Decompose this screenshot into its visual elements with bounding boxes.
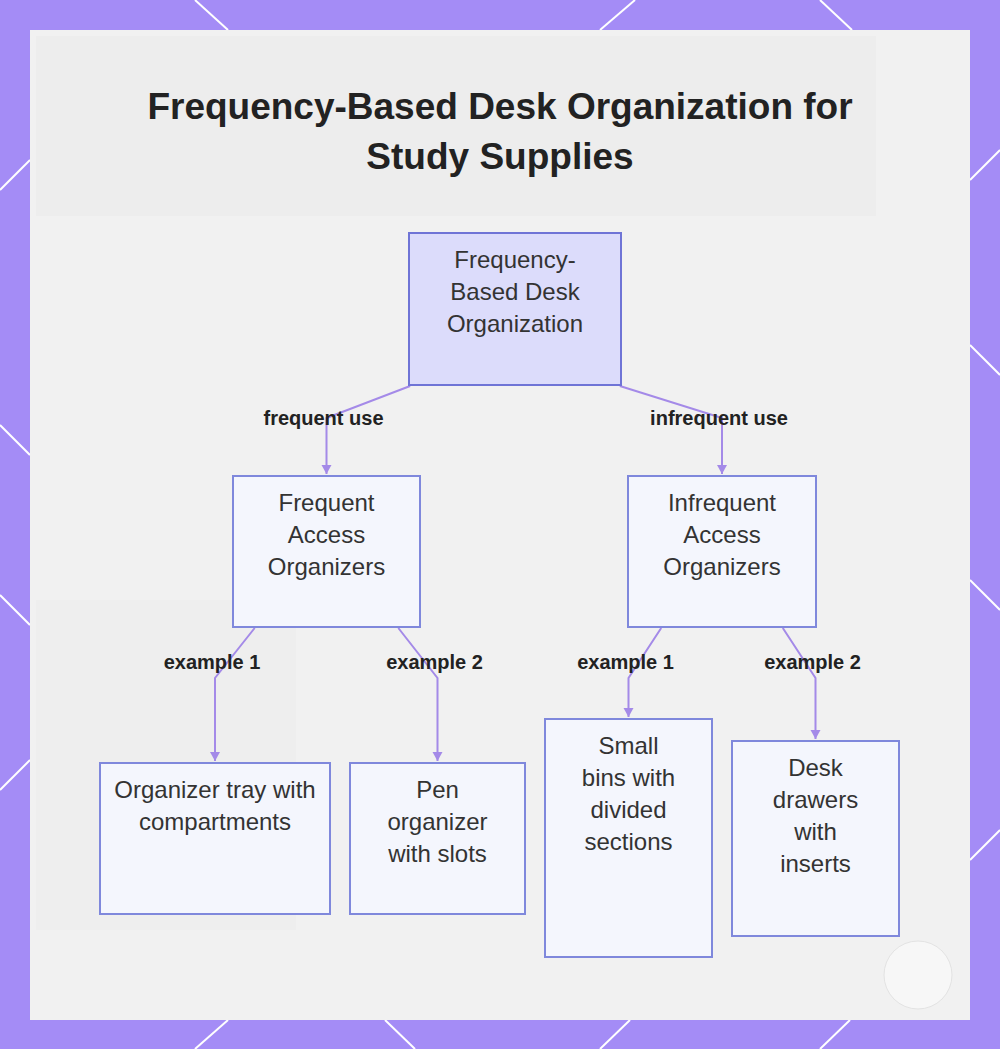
edge-label: frequent use — [263, 406, 383, 430]
node-text: Organizer tray with compartments — [111, 774, 319, 838]
connector-arrow — [215, 628, 255, 761]
connector-arrow — [783, 628, 816, 739]
process-box: Infrequent Access Organizers — [627, 475, 817, 628]
logo-mark — [884, 941, 952, 1009]
node-text: Frequency-Based Desk Organization — [435, 244, 595, 340]
edge-label: example 2 — [764, 650, 861, 674]
inner-panel — [30, 30, 970, 1020]
root-box: Frequency-Based Desk Organization — [408, 232, 622, 386]
node-text: Small bins with divided sections — [576, 730, 681, 858]
blurred-backdrop — [36, 36, 876, 216]
node-text: Pen organizer with slots — [371, 774, 504, 870]
process-box: Frequent Access Organizers — [232, 475, 421, 628]
process-box: Small bins with divided sections — [544, 718, 713, 958]
edge-label: example 1 — [164, 650, 261, 674]
process-box: Desk drawers with inserts — [731, 740, 900, 937]
edge-label: example 2 — [386, 650, 483, 674]
process-box: Pen organizer with slots — [349, 762, 526, 915]
connector-arrow — [398, 628, 437, 761]
diagram-title: Frequency-Based Desk Organization for St… — [130, 82, 870, 182]
node-text: Infrequent Access Organizers — [654, 487, 790, 583]
process-box: Organizer tray with compartments — [99, 762, 331, 915]
connector-arrow — [327, 386, 411, 474]
node-text: Frequent Access Organizers — [259, 487, 394, 583]
edge-label: infrequent use — [650, 406, 788, 430]
node-text: Desk drawers with inserts — [768, 752, 863, 880]
edge-label: example 1 — [577, 650, 674, 674]
connector-arrow — [620, 386, 722, 474]
